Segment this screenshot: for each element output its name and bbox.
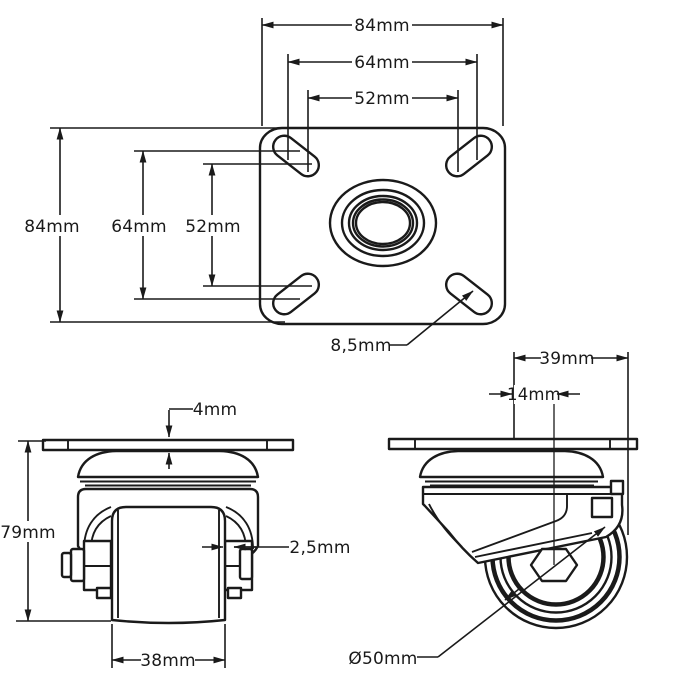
dimension-total-height: 79mm bbox=[0, 440, 111, 622]
fork-leg-upper-edge bbox=[471, 494, 568, 553]
dimension-swivel-radius: 39mm bbox=[513, 348, 629, 535]
slot-spacing-width-label: 52mm bbox=[354, 89, 410, 109]
plate-height-label: 84mm bbox=[24, 217, 80, 237]
dimension-wheel-width: 38mm bbox=[111, 624, 226, 671]
wheel-width-label: 38mm bbox=[140, 651, 196, 671]
fork-thickness-label: 2,5mm bbox=[289, 538, 350, 558]
plate-thickness-label: 4mm bbox=[193, 400, 238, 420]
wheel-diameter-label: Ø50mm bbox=[348, 649, 417, 669]
hole-diameter-label: 8,5mm bbox=[330, 336, 391, 356]
axle-offset-label: 14mm bbox=[507, 385, 561, 404]
side-view: 39mm 14mm Ø50mm bbox=[348, 348, 639, 669]
top-plate-front bbox=[41, 438, 295, 452]
swivel-dome-side bbox=[418, 449, 605, 479]
dimension-hole-diameter: 8,5mm bbox=[330, 290, 474, 356]
swivel-bearing-rings bbox=[328, 178, 438, 268]
dimension-fork-thickness: 2,5mm bbox=[202, 538, 350, 558]
dimension-plate-thickness: 4mm bbox=[165, 400, 238, 469]
dimension-plate-width: 84mm bbox=[261, 15, 504, 126]
top-view: 84mm 64mm 52mm 84mm bbox=[24, 15, 507, 356]
dimension-bolt-spacing-width: 64mm bbox=[287, 52, 478, 160]
swivel-radius-label: 39mm bbox=[539, 349, 595, 369]
dimension-plate-height: 84mm bbox=[24, 127, 285, 323]
dimension-bolt-spacing-height: 64mm bbox=[111, 150, 300, 300]
axle-hardware-left bbox=[60, 539, 113, 600]
plate-width-label: 84mm bbox=[354, 16, 410, 36]
bolt-spacing-width-label: 64mm bbox=[354, 53, 410, 73]
dimension-slot-spacing-height: 52mm bbox=[185, 163, 312, 287]
front-view: 79mm 4mm 2,5mm 38mm bbox=[0, 400, 350, 671]
total-height-label: 79mm bbox=[0, 523, 56, 543]
brake-tab bbox=[609, 479, 625, 496]
fork-left-inner-edge bbox=[428, 503, 463, 548]
dimension-slot-spacing-width: 52mm bbox=[307, 88, 459, 172]
fork-square-hole bbox=[590, 496, 614, 519]
dimension-axle-offset: 14mm bbox=[489, 385, 580, 404]
dimension-wheel-diameter: Ø50mm bbox=[348, 526, 606, 669]
mounting-plate-outline bbox=[258, 126, 507, 326]
slot-spacing-height-label: 52mm bbox=[185, 217, 241, 237]
top-plate-side bbox=[387, 437, 639, 451]
swivel-dome-front bbox=[76, 449, 260, 479]
bolt-spacing-height-label: 64mm bbox=[111, 217, 167, 237]
fork-leg-inner-edge bbox=[474, 532, 593, 558]
wheel-front bbox=[110, 505, 227, 625]
axle-hardware-right bbox=[223, 539, 254, 600]
